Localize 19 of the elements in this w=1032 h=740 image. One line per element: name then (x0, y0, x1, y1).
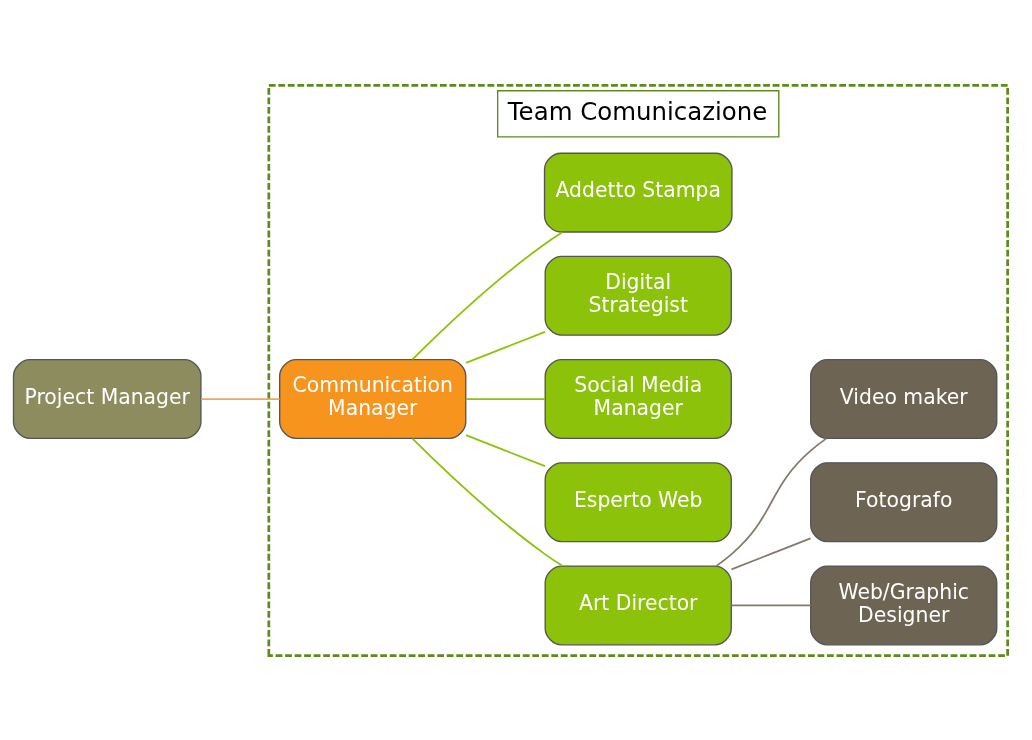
node-box: Art Director (544, 564, 732, 645)
connector (730, 604, 812, 606)
connector (465, 433, 546, 467)
connector (465, 397, 546, 400)
node-box: Digital Strategist (544, 255, 732, 336)
node-box: Addetto Stampa (543, 152, 733, 233)
connector (730, 536, 812, 570)
node-box: Project Manager (12, 358, 202, 439)
connector (465, 330, 546, 364)
node-box: Esperto Web (544, 461, 732, 542)
connector (411, 437, 564, 567)
connector (715, 437, 828, 567)
node-box: Video maker (810, 358, 998, 439)
node-box: Fotografo (810, 461, 998, 542)
node-box: Social Media Manager (544, 358, 732, 439)
connector (411, 230, 564, 360)
node-box: Web/Graphic Designer (810, 564, 998, 645)
node-box: Communication Manager (279, 358, 467, 439)
connector (200, 397, 281, 400)
